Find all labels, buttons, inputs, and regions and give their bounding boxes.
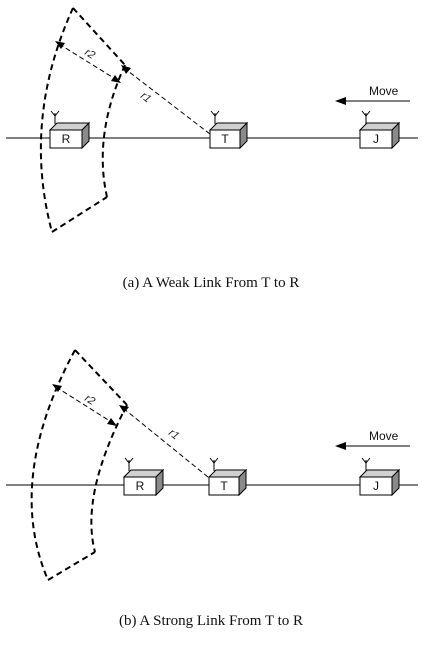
node-j-label: J [373,479,379,493]
r1-label: r1 [166,427,181,442]
figure-a: r1 r2 R T J Mov [0,0,422,291]
r1-label: r1 [138,90,153,105]
move-arrowhead [335,442,346,450]
node-t-label: T [220,479,228,493]
top-edge [74,349,128,406]
node-j-label: J [373,132,379,146]
bottom-edge [47,551,96,581]
node-t-label: T [221,132,229,146]
node-j: J [358,457,401,497]
node-j: J [358,110,401,150]
coverage-annulus [30,349,128,581]
node-t: T [208,110,249,150]
outer-arc [30,349,76,581]
node-r-label: R [62,132,71,146]
node-r: R [122,457,165,497]
node-t: T [207,457,248,497]
r2-arrowhead-right [107,418,117,426]
r2-arrowhead-right [111,75,121,83]
move-label: Move [369,84,399,98]
figure-b: r1 r2 R T J Move [0,340,422,629]
r2-label: r2 [82,46,97,61]
top-edge [72,7,126,66]
r2-arrow [55,386,114,424]
r2-arrowhead-left [52,384,62,392]
r2-arrowhead-left [55,41,65,49]
inner-arc [101,64,126,198]
diagram-b: r1 r2 R T J Move [6,349,418,581]
bottom-edge [51,196,108,233]
inner-arc [90,404,128,553]
outer-arc [39,7,74,233]
coverage-annulus [39,7,126,233]
r1-arrowhead [119,405,129,413]
r1-arrow [122,407,209,478]
move-arrowhead [335,97,346,105]
r1-arrow [123,67,211,135]
caption-a: (a) A Weak Link From T to R [122,275,300,291]
r2-arrow [58,43,118,81]
node-r: R [48,110,91,150]
diagram-a: r1 r2 R T J Mov [6,7,418,233]
caption-b: (b) A Strong Link From T to R [118,613,304,629]
r1-arrowhead [121,65,131,74]
move-label: Move [369,429,399,443]
node-r-label: R [136,479,145,493]
